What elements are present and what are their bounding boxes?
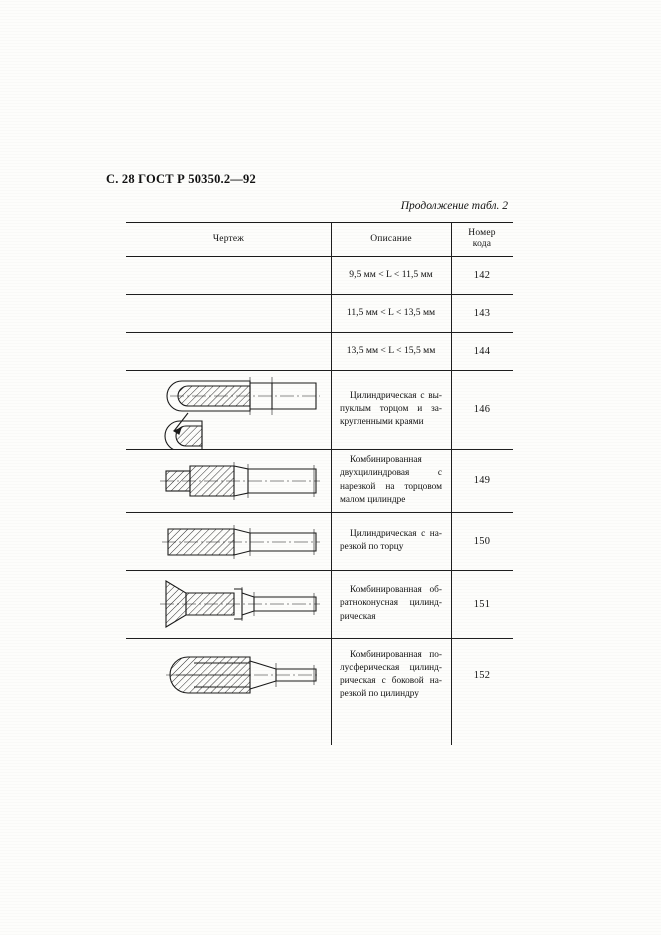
row-separator [126, 370, 513, 371]
table-cell-description: Комбинированная по­лусферическая цилинд­… [340, 649, 442, 700]
column-header-drawing: Чертеж [126, 222, 331, 256]
table-cell-code: 143 [473, 307, 491, 319]
technical-drawing-cylindrical-convex-end [126, 370, 331, 449]
table-header-rule [126, 256, 513, 257]
table-cell-code: 151 [473, 598, 491, 610]
row-separator [126, 512, 513, 513]
column-header-code-line2: кода [472, 239, 492, 249]
row-separator [126, 570, 513, 571]
table-cell-description: 9,5 мм < L < 11,5 мм [349, 269, 433, 281]
table-cell-description: Комбинированная двухцилиндровая с нарезк… [340, 455, 442, 505]
table-cell-code: 152 [473, 669, 491, 681]
technical-drawing-hemispherical-cylindrical [126, 638, 331, 712]
column-header-code-line1: Номер [468, 228, 496, 239]
technical-drawing-cylindrical-threaded-end [126, 512, 331, 570]
table-cell-description: 11,5 мм < L < 13,5 мм [346, 307, 436, 319]
row-separator [126, 294, 513, 295]
column-header-description: Описание [331, 222, 451, 256]
table-top-rule [126, 222, 513, 223]
column-header-drawing-label: Чертеж [212, 233, 245, 244]
table-continuation-caption: Продолжение табл. 2 [400, 200, 508, 212]
row-separator [126, 332, 513, 333]
column-header-description-label: Описание [370, 233, 412, 244]
column-divider-drawing-description [331, 222, 332, 745]
table-cell-code: 144 [473, 345, 491, 357]
table-cell-description: 13,5 мм < L < 15,5 мм [346, 345, 436, 357]
table-cell-code: 146 [473, 404, 491, 415]
table-cell-description: Цилиндрическая с вы­пуклым торцом и за­к… [340, 390, 442, 428]
row-separator [126, 449, 513, 450]
technical-drawing-inverted-cone-cylindrical [126, 570, 331, 638]
data-table: Чертеж Описание Номер кода 9,5 мм < L < … [126, 222, 513, 745]
technical-drawing-combined-two-cylinder [126, 449, 331, 512]
running-head: С. 28 ГОСТ Р 50350.2—92 [106, 172, 256, 186]
table-cell-description: Цилиндрическая с на­резкой по торцу [340, 528, 442, 552]
table-cell-code: 149 [473, 475, 491, 486]
table-cell-description: Комбинированная об­ратноконусная цилинд­… [340, 585, 442, 622]
row-separator [126, 638, 513, 639]
table-cell-code: 142 [473, 269, 491, 281]
column-divider-description-code [451, 222, 452, 745]
table-cell-code: 150 [473, 535, 491, 547]
column-header-code: Номер кода [451, 222, 513, 256]
